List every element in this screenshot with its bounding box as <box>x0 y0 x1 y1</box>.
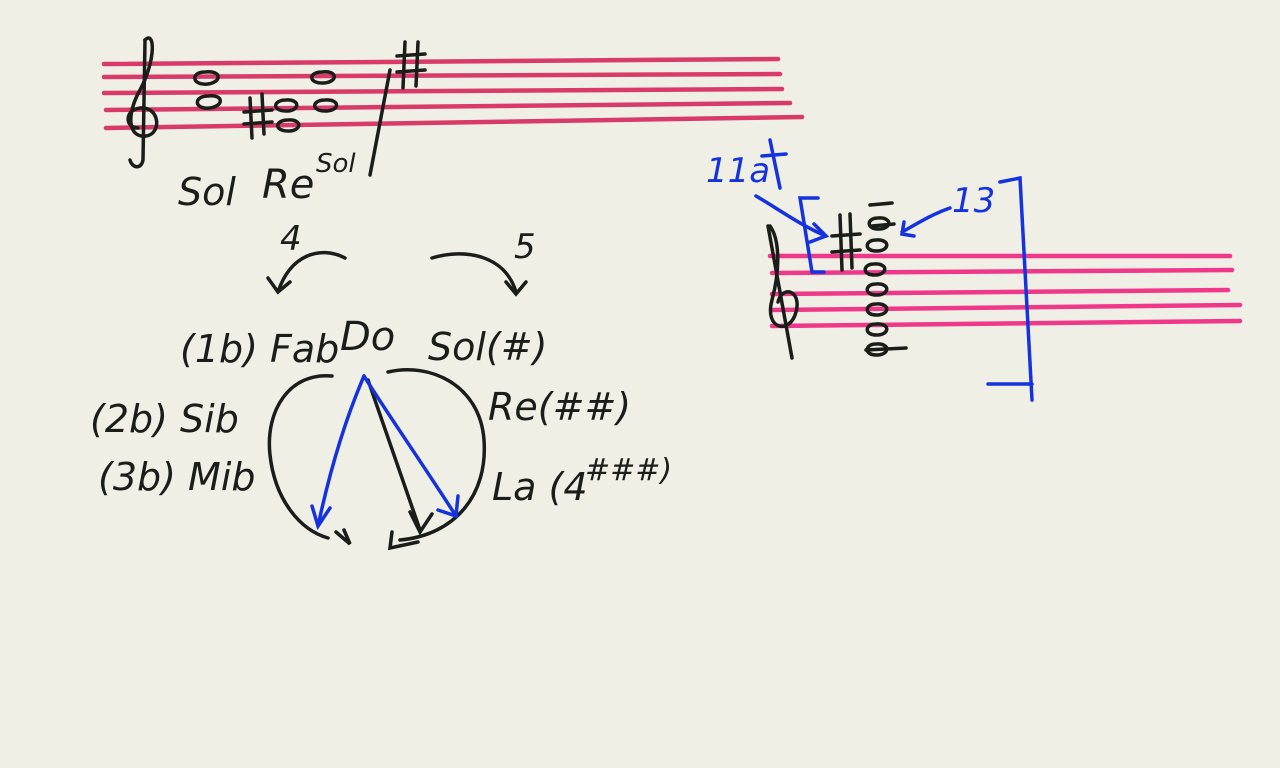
label-fa-flat: (1b) Fab <box>180 327 339 371</box>
label-fourth: 4 <box>280 219 302 259</box>
treble-clef-right-icon <box>766 224 799 360</box>
left-staff-notes <box>193 40 427 177</box>
chord-stack <box>830 201 908 357</box>
label-la-sharp-superscript: ###) <box>585 453 672 488</box>
direction-arrows <box>266 250 528 297</box>
right-staff <box>767 253 1243 329</box>
blue-arrows <box>310 374 460 531</box>
label-si-flat: (2b) Sib <box>90 397 239 441</box>
label-fifth: 5 <box>514 227 536 267</box>
chord-annotations <box>754 138 1034 402</box>
treble-clef-icon <box>126 36 159 169</box>
label-re-sharp: Re(##) <box>488 385 631 429</box>
left-staff <box>101 56 805 131</box>
label-mi-flat: (3b) Mib <box>98 455 256 499</box>
label-re: Re <box>262 162 314 208</box>
label-la-sharp: La (4 <box>492 465 588 509</box>
circle-of-fifths-shape <box>267 367 487 551</box>
label-sol-sharp: Sol(#) <box>428 325 547 369</box>
label-eleventh: 11a <box>706 151 770 191</box>
label-thirteenth: 13 <box>952 181 995 221</box>
label-sol-superscript: Sol <box>316 149 356 179</box>
label-do: Do <box>340 314 395 360</box>
label-sol: Sol <box>178 170 236 214</box>
